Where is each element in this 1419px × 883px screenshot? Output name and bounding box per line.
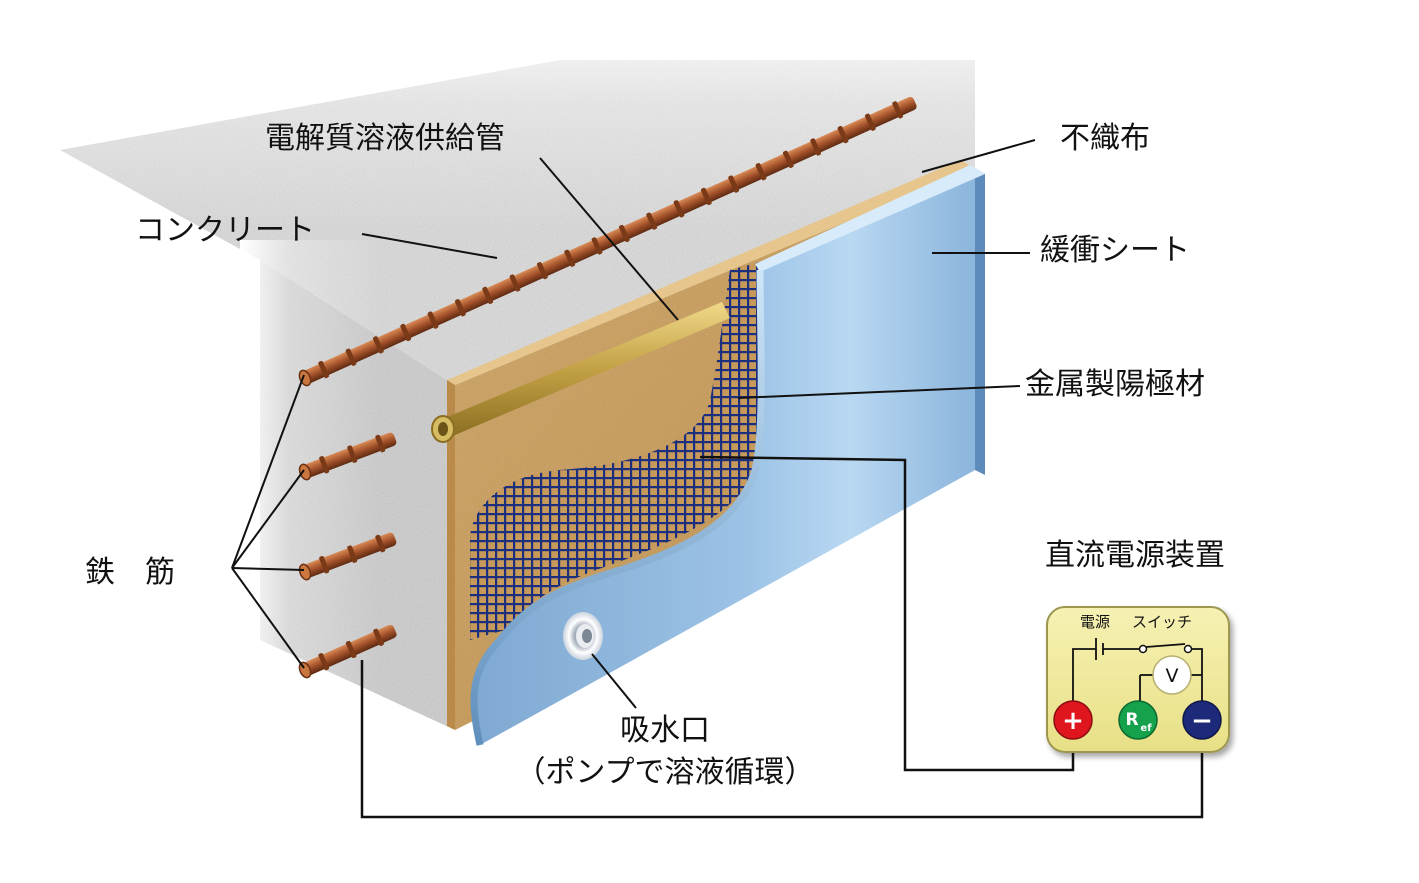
supply-pipe (431, 302, 730, 443)
ref-terminal (1118, 700, 1158, 740)
ref-terminal-label: R (1125, 710, 1138, 730)
concrete-block (0, 0, 1000, 740)
felt-side-edge (447, 380, 455, 730)
minus-terminal (1182, 700, 1222, 740)
circuit-wires (360, 455, 1204, 819)
rebar-3 (298, 532, 397, 581)
leader-lines (231, 139, 1036, 709)
leader-intake (591, 653, 637, 709)
leader-rebar-1 (231, 374, 305, 569)
label-buffer-sheet: 緩衝シート (1040, 233, 1190, 268)
label-dc-power: 直流電源装置 (1045, 538, 1225, 573)
label-intake-note: （ポンプで溶液循環） (515, 755, 814, 790)
label-anode: 金属製陽極材 (1025, 367, 1205, 402)
leader-rebar-3 (231, 567, 305, 571)
rebar-2 (298, 432, 397, 481)
intake-hole (563, 612, 603, 660)
dc-power-device: 電源 スイッチ V + R ef − (1046, 606, 1230, 753)
leader-supply-pipe (539, 157, 679, 321)
buffer-sheet-top-edge (755, 165, 985, 272)
leader-nonwoven (921, 139, 1036, 173)
voltmeter (1152, 655, 1192, 695)
leader-concrete (361, 233, 498, 259)
minus-terminal-label: − (1191, 706, 1213, 736)
switch-lever (1145, 643, 1186, 648)
ref-terminal-sub: ef (1140, 723, 1152, 734)
rebar-4 (298, 624, 397, 679)
buffer-sheet-front (474, 175, 975, 745)
labels: 電解質溶液供給管 不織布 コンクリート 緩衝シート 金属製陽極材 鉄 筋 吸水口… (85, 121, 1225, 790)
label-rebar: 鉄 筋 (85, 555, 175, 590)
label-supply-pipe: 電解質溶液供給管 (265, 121, 505, 156)
anode-mesh (470, 262, 760, 640)
felt-top-edge (447, 160, 975, 385)
wire-anode-plus (699, 455, 1075, 772)
buffer-sheet-right-edge (975, 168, 985, 475)
device-power-label: 電源 (1080, 613, 1110, 631)
leader-rebar-2 (231, 469, 305, 569)
label-intake: 吸水口 (620, 713, 710, 748)
plus-terminal-label: + (1062, 706, 1084, 736)
wire-rebar-minus (360, 660, 1204, 819)
label-concrete: コンクリート (135, 213, 315, 248)
label-nonwoven: 不織布 (1060, 121, 1150, 156)
buffer-sheet (470, 165, 985, 746)
device-switch-label: スイッチ (1132, 613, 1192, 631)
switch-contact-right (1183, 644, 1193, 654)
leader-rebar-4 (231, 567, 305, 669)
voltmeter-label: V (1166, 665, 1179, 687)
plus-terminal (1053, 700, 1093, 740)
switch-contact-left (1138, 644, 1148, 654)
leader-anode (737, 385, 1021, 399)
